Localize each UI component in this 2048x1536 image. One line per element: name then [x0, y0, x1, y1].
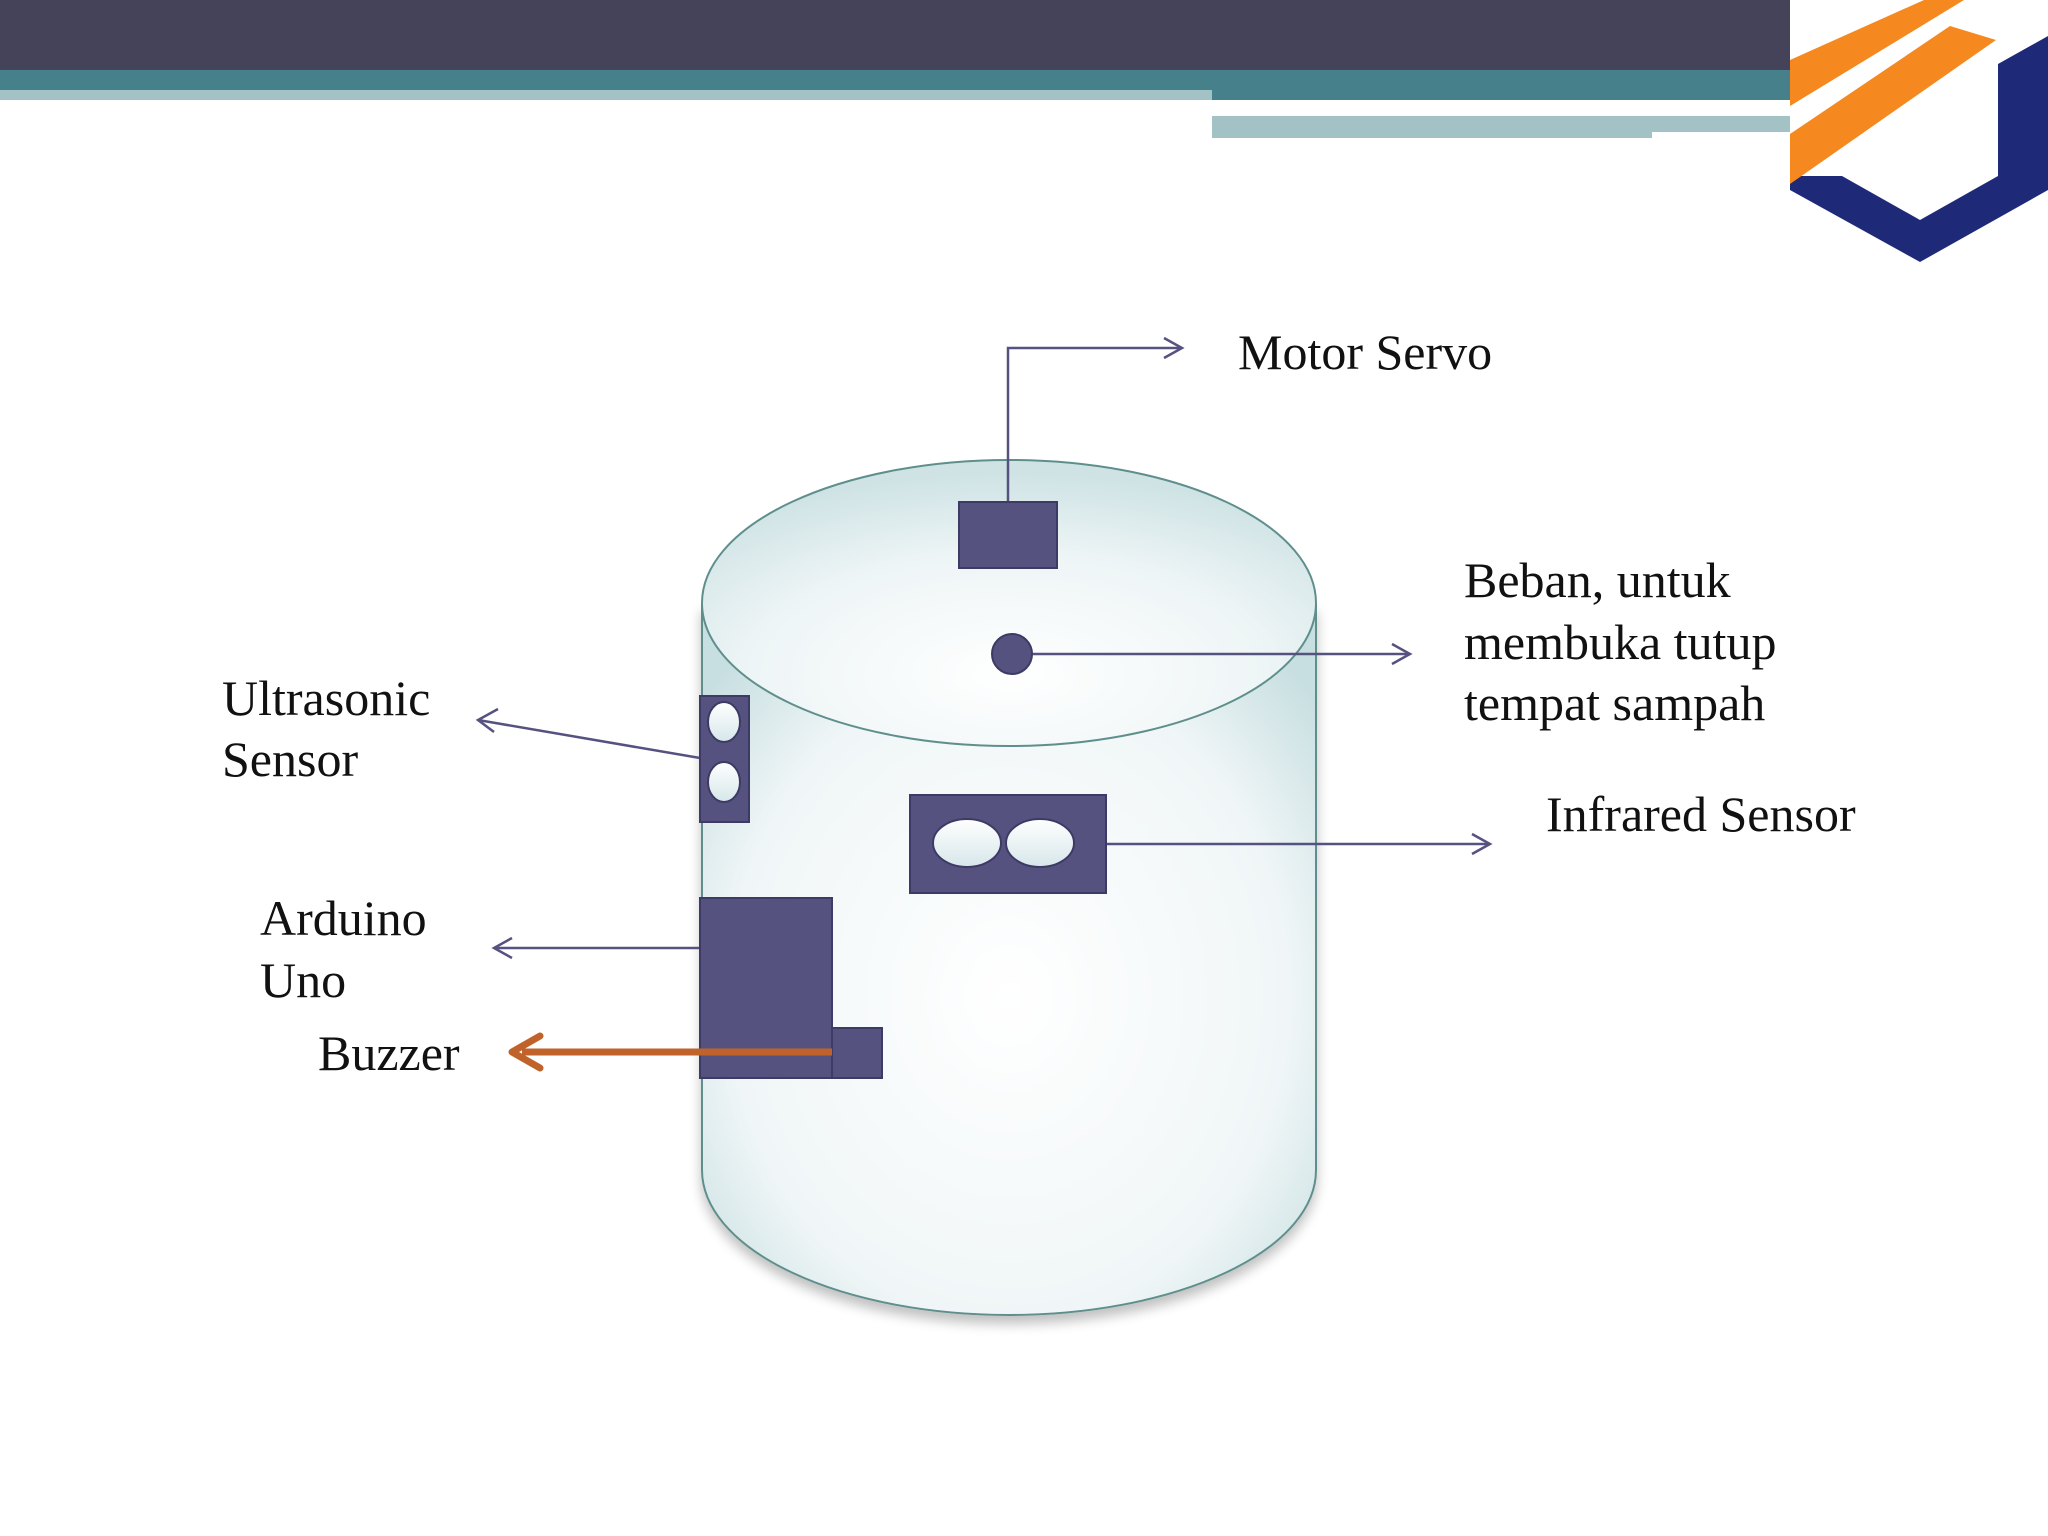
motor-servo-arrowhead [1163, 336, 1185, 360]
ultrasonic-arrowhead [475, 707, 499, 733]
beban-label-line2: membuka tutup [1464, 614, 1776, 670]
header-teal-bar-right [1212, 70, 1790, 100]
infrared-arrowhead [1471, 832, 1493, 856]
infrared-label: Infrared Sensor [1546, 786, 1856, 842]
components [699, 501, 1107, 1079]
logo [1790, 0, 2048, 262]
infrared-eye-right [1005, 818, 1075, 868]
motor-servo-connector [1006, 346, 1182, 502]
buzzer-label: Buzzer [318, 1025, 460, 1081]
infrared-eye-left [932, 818, 1002, 868]
logo-orange-stroke [1790, 0, 1964, 106]
ultrasonic-connector [477, 718, 701, 760]
buzzer-arrow [508, 1032, 832, 1072]
load-weight [991, 633, 1033, 675]
beban-arrowhead [1391, 642, 1413, 666]
motor-servo-block [958, 501, 1058, 569]
beban-label-line1: Beban, untuk [1464, 552, 1731, 608]
arduino-uno-board [699, 897, 833, 1079]
logo-orange-stroke [1790, 26, 1996, 184]
trash-bin [701, 459, 1317, 1316]
buzzer-arrowhead [508, 1032, 544, 1072]
header-light-bar-tail [1652, 116, 1790, 132]
ultrasonic-eye-bottom [707, 761, 741, 803]
ultrasonic-eye-top [707, 701, 741, 743]
bin-body [701, 604, 1317, 1316]
beban-label-line3: tempat sampah [1464, 675, 1765, 731]
header-light-bar-right [1212, 116, 1652, 138]
motor-servo-label: Motor Servo [1238, 324, 1492, 380]
arduino-label-line1: Arduino [260, 890, 427, 946]
header-light-bar [0, 90, 1212, 100]
header-bars [0, 0, 1790, 138]
ultrasonic-label-line1: Ultrasonic [222, 670, 430, 726]
header-teal-bar [0, 70, 1212, 90]
buzzer-block [831, 1027, 883, 1079]
logo-navy-hexagon [1790, 36, 2048, 262]
ultrasonic-label-line2: Sensor [222, 731, 358, 787]
labels: Motor Servo Beban, untuk membuka tutup t… [222, 324, 1856, 1081]
arduino-label-line2: Uno [260, 952, 346, 1008]
header-dark-bar [0, 0, 1790, 70]
header-white-strip [1212, 100, 1790, 116]
connectors [475, 336, 1493, 960]
arduino-arrowhead [491, 936, 513, 960]
